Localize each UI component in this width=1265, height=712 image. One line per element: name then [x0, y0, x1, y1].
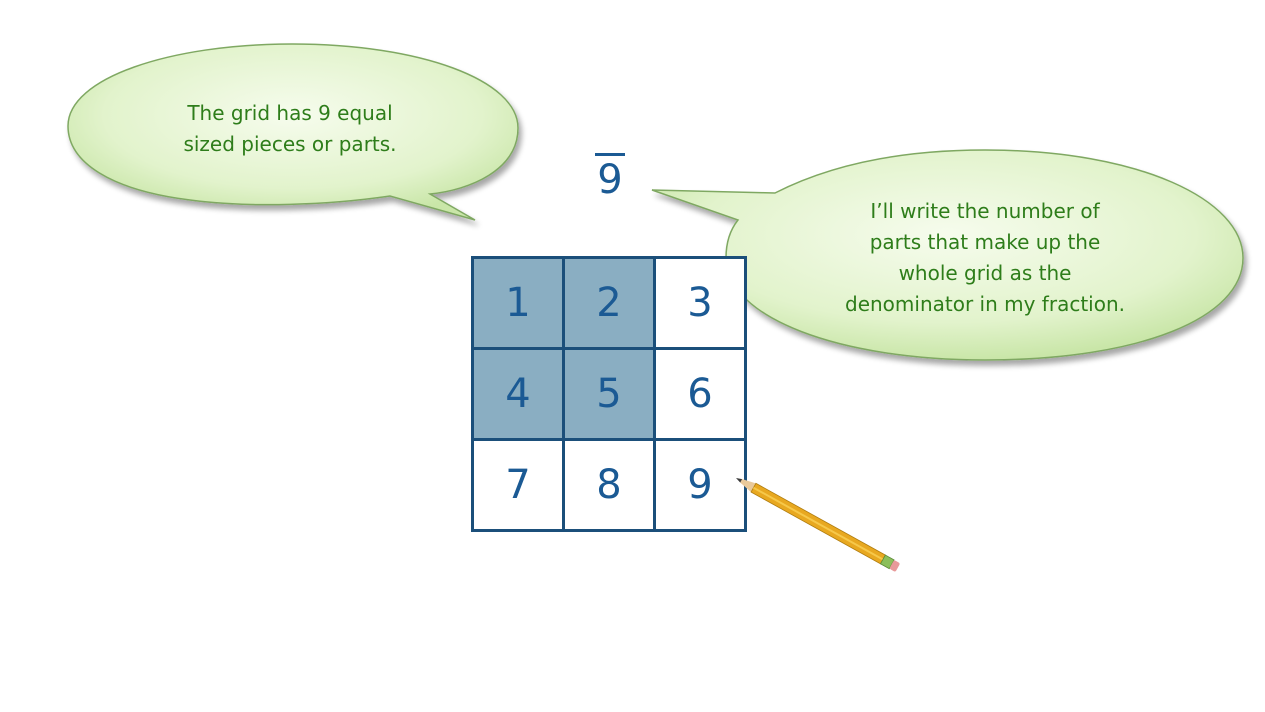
speech-bubble-right-text: I’ll write the number of parts that make…: [845, 199, 1125, 316]
grid-cell-label: 4: [505, 371, 531, 417]
grid-cell-label: 3: [687, 280, 713, 326]
grid-cell: 9: [656, 441, 744, 529]
speech-bubble-right: [651, 149, 1244, 361]
grid-cell: 4: [474, 350, 562, 438]
grid-cell-label: 9: [687, 462, 713, 508]
grid-cell: 6: [656, 350, 744, 438]
speech-bubble-left-text: The grid has 9 equal sized pieces or par…: [183, 101, 397, 156]
fraction: 9: [588, 150, 632, 210]
grid-cell: 1: [474, 259, 562, 347]
fraction-bar: [595, 153, 625, 156]
grid-cell: 8: [565, 441, 653, 529]
speech-bubble-left: [67, 43, 519, 221]
grid-cell: 7: [474, 441, 562, 529]
grid-cell: 2: [565, 259, 653, 347]
grid-cell-label: 5: [596, 371, 622, 417]
grid-cell-label: 2: [596, 280, 622, 326]
fraction-denominator: 9: [597, 157, 623, 203]
grid-cell: 5: [565, 350, 653, 438]
grid-cell-label: 6: [687, 371, 713, 417]
fraction-grid: 1 2 3 4 5 6 7 8 9: [471, 256, 747, 532]
grid-cell: 3: [656, 259, 744, 347]
grid-cell-label: 8: [596, 462, 622, 508]
grid-cell-label: 1: [505, 280, 531, 326]
grid-cell-label: 7: [505, 462, 531, 508]
